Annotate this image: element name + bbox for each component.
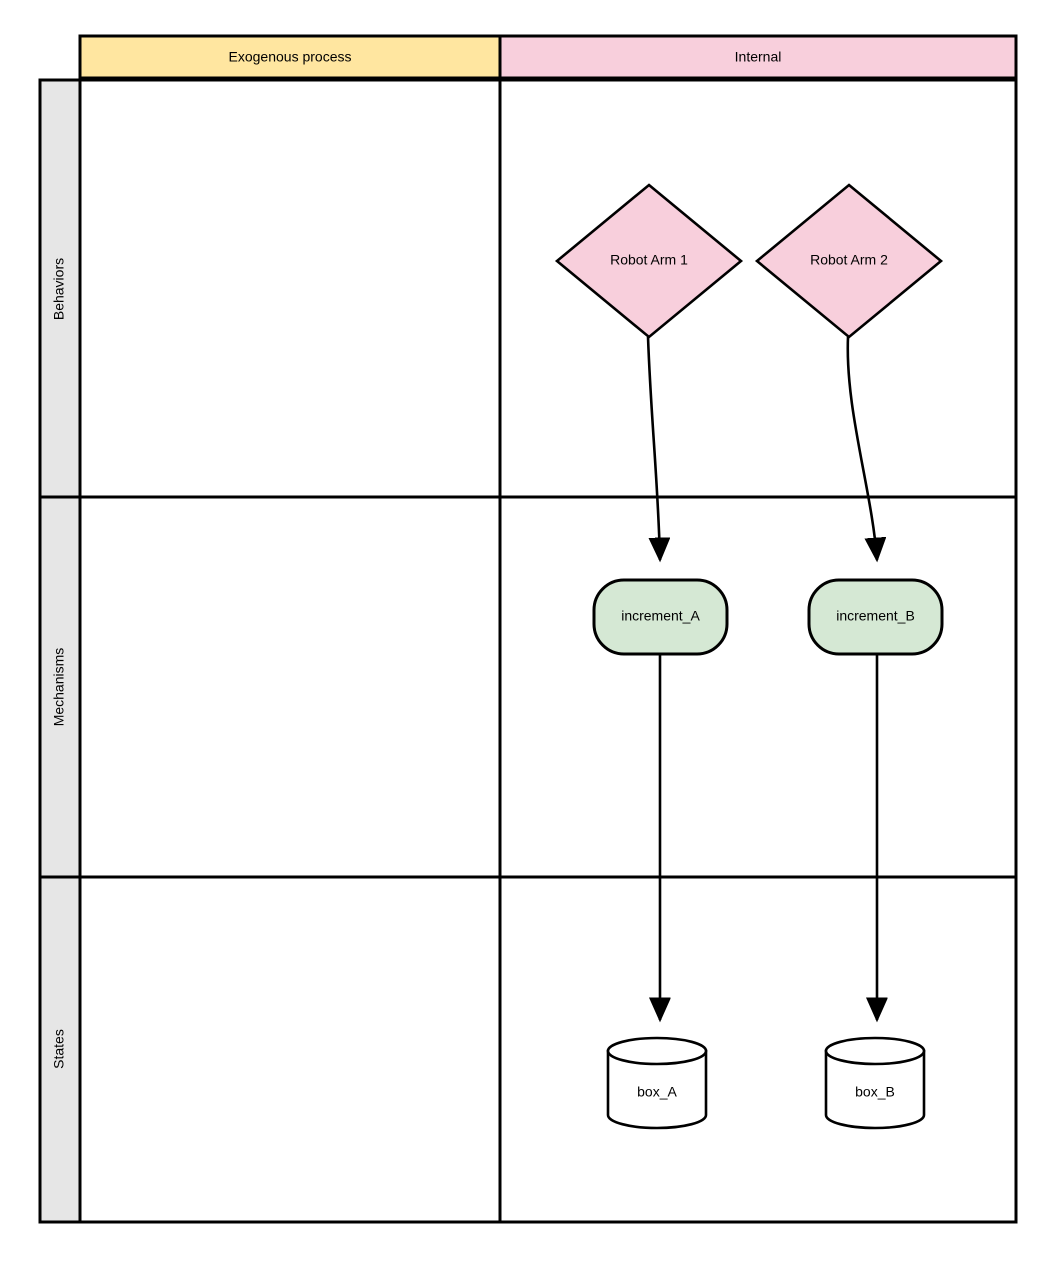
robot-arm-1-diamond-shape: [554, 183, 744, 339]
cell-mechanisms-internal: [498, 495, 1018, 879]
cell-behaviors-internal: [498, 78, 1018, 499]
robot-arm-2-label: Robot Arm 2: [810, 252, 888, 268]
column-header-internal-box: [498, 34, 1018, 80]
node-robot-arm-2[interactable]: Robot Arm 2: [754, 183, 944, 339]
node-robot-arm-1[interactable]: Robot Arm 1: [554, 183, 744, 339]
increment-b-rounded-rect-shape: [807, 578, 944, 656]
increment-a-rounded-rect-shape: [592, 578, 729, 656]
box-a-cylinder-top: [606, 1036, 708, 1066]
edge-robot-arm-2-to-increment-b[interactable]: [846, 336, 877, 560]
box-a-cylinder-body: [606, 1049, 708, 1130]
box-b-cylinder-body: [824, 1049, 926, 1130]
row-label-states-box: [38, 875, 82, 1224]
column-header-exogenous-label: Exogenous process: [229, 49, 352, 65]
cell-behaviors-exogenous: [78, 78, 502, 499]
column-header-exogenous-box: [78, 34, 502, 80]
robot-arm-2-diamond-shape: [754, 183, 944, 339]
node-box-b[interactable]: box_B: [824, 1036, 926, 1130]
edges-layer: [646, 336, 877, 1020]
box-b-cylinder-top: [824, 1036, 926, 1066]
node-box-a[interactable]: box_A: [606, 1036, 708, 1130]
cell-states-internal: [498, 875, 1018, 1224]
column-header-internal-label: Internal: [735, 49, 782, 65]
row-label-mechanisms[interactable]: Mechanisms: [38, 495, 82, 879]
row-label-behaviors[interactable]: Behaviors: [38, 78, 82, 499]
edge-robot-arm-1-to-increment-a[interactable]: [646, 336, 660, 560]
column-header-internal[interactable]: Internal: [498, 34, 1018, 80]
row-label-behaviors-text: Behaviors: [51, 258, 67, 320]
box-b-label: box_B: [855, 1084, 895, 1100]
increment-b-label: increment_B: [836, 608, 915, 624]
node-increment-b[interactable]: increment_B: [807, 578, 944, 656]
row-label-states[interactable]: States: [38, 875, 82, 1224]
swimlane-grid: [78, 78, 1018, 1224]
row-label-states-text: States: [51, 1029, 67, 1069]
column-header-exogenous[interactable]: Exogenous process: [78, 34, 502, 80]
row-label-behaviors-box: [38, 78, 82, 499]
cell-mechanisms-exogenous: [78, 495, 502, 879]
increment-a-label: increment_A: [621, 608, 700, 624]
box-a-label: box_A: [637, 1084, 677, 1100]
node-increment-a[interactable]: increment_A: [592, 578, 729, 656]
cell-states-exogenous: [78, 875, 502, 1224]
row-label-mechanisms-text: Mechanisms: [51, 648, 67, 727]
robot-arm-1-label: Robot Arm 1: [610, 252, 688, 268]
